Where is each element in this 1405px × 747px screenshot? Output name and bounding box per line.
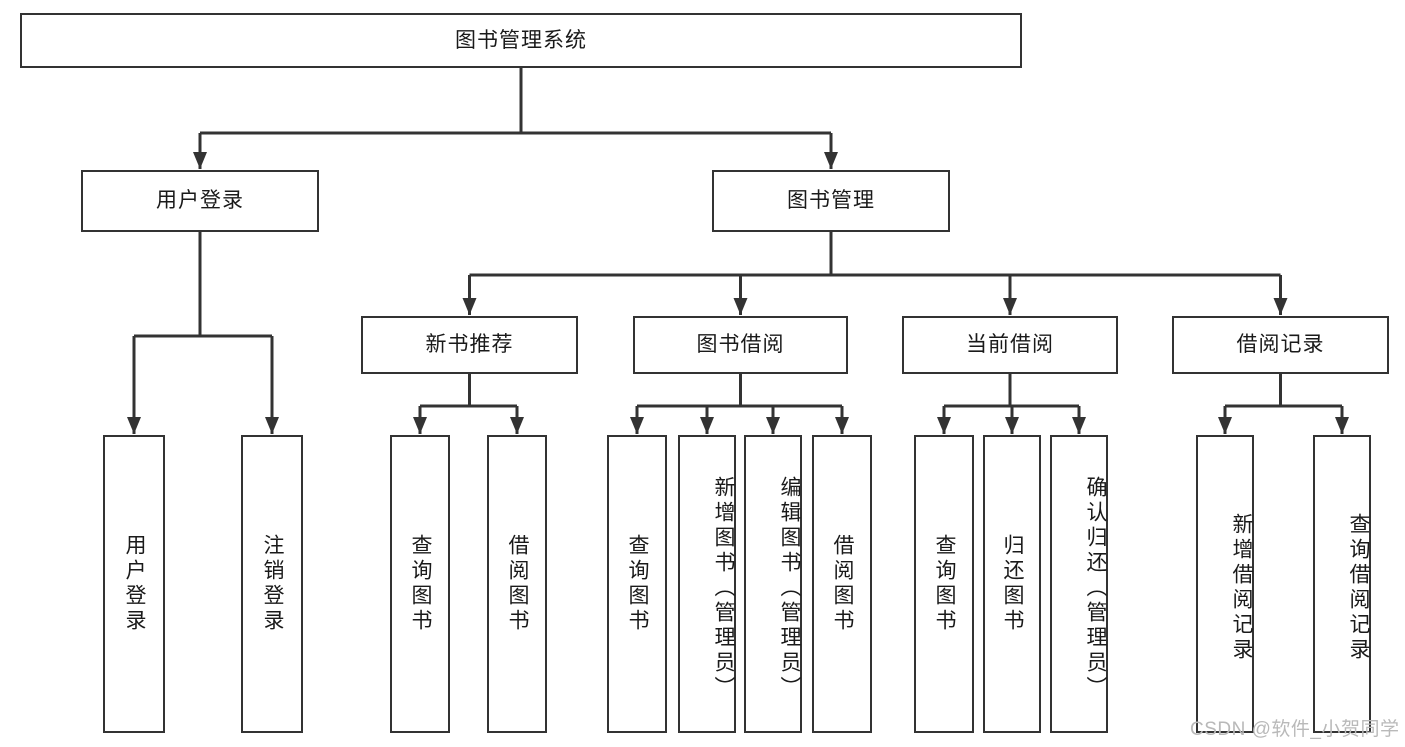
arrow-head-book_mgmt — [824, 152, 838, 169]
arrow-head-leaf_add_rec — [1218, 417, 1232, 434]
node-leaf_logout: 注销登录 — [241, 435, 303, 733]
arrow-head-borrow_record — [1273, 298, 1288, 315]
node-leaf_return: 归还图书 — [983, 435, 1041, 733]
node-leaf_b_book_2: 借阅图书 — [812, 435, 872, 733]
watermark: CSDN @软件_小贺同学 — [1190, 719, 1400, 740]
node-label: 当前借阅 — [966, 333, 1054, 357]
arrow-head-leaf_q_book_2 — [630, 417, 644, 434]
node-label: 新书推荐 — [425, 333, 514, 357]
node-label: 借阅图书 — [506, 534, 530, 634]
arrow-head-leaf_confirm — [1072, 417, 1086, 434]
node-current_borrow: 当前借阅 — [902, 316, 1118, 374]
node-root: 图书管理系统 — [20, 13, 1022, 68]
node-label: 图书管理系统 — [455, 28, 587, 52]
node-leaf_q_rec: 查询借阅记录 — [1313, 435, 1371, 733]
arrow-head-leaf_b_book_1 — [510, 417, 524, 434]
node-new_book_rec: 新书推荐 — [361, 316, 578, 374]
node-label: 用户登录 — [156, 189, 244, 213]
arrow-head-leaf_user_login — [127, 417, 141, 434]
node-label: 图书管理 — [787, 189, 875, 213]
node-book_borrow: 图书借阅 — [633, 316, 848, 374]
node-label: 查询图书 — [409, 534, 433, 634]
node-leaf_q_book_1: 查询图书 — [390, 435, 450, 733]
node-leaf_q_book_3: 查询图书 — [914, 435, 974, 733]
arrow-head-leaf_b_book_2 — [835, 417, 849, 434]
node-label: 确认归还（管理员） — [1084, 475, 1107, 701]
arrow-head-leaf_add_book — [700, 417, 714, 434]
arrow-head-book_borrow — [733, 298, 748, 315]
node-label: 查询借阅记录 — [1347, 513, 1370, 663]
arrow-head-leaf_edit_book — [766, 417, 780, 434]
node-leaf_add_rec: 新增借阅记录 — [1196, 435, 1254, 733]
arrow-head-current_borrow — [1003, 298, 1017, 315]
node-label: 用户登录 — [123, 534, 147, 634]
node-label: 借阅图书 — [831, 534, 855, 634]
node-label: 归还图书 — [1001, 534, 1025, 634]
arrow-head-new_book_rec — [462, 298, 477, 315]
node-leaf_add_book: 新增图书（管理员） — [678, 435, 736, 733]
node-label: 新增借阅记录 — [1230, 513, 1253, 663]
node-label: 查询图书 — [933, 534, 957, 634]
arrow-head-leaf_q_book_1 — [413, 417, 427, 434]
arrow-head-user_login — [193, 152, 207, 169]
arrow-head-leaf_return — [1005, 417, 1019, 434]
node-leaf_edit_book: 编辑图书（管理员） — [744, 435, 802, 733]
node-label: 查询图书 — [626, 534, 650, 634]
node-borrow_record: 借阅记录 — [1172, 316, 1389, 374]
node-label: 新增图书（管理员） — [712, 475, 735, 701]
arrow-head-leaf_q_book_3 — [937, 417, 951, 434]
arrow-head-leaf_q_rec — [1335, 417, 1349, 434]
node-label: 图书借阅 — [696, 333, 785, 357]
node-leaf_q_book_2: 查询图书 — [607, 435, 667, 733]
node-leaf_user_login: 用户登录 — [103, 435, 165, 733]
arrow-head-leaf_logout — [265, 417, 279, 434]
node-leaf_b_book_1: 借阅图书 — [487, 435, 547, 733]
node-label: 编辑图书（管理员） — [778, 475, 801, 701]
node-label: 借阅记录 — [1236, 333, 1325, 357]
node-user_login: 用户登录 — [81, 170, 319, 232]
node-book_mgmt: 图书管理 — [712, 170, 950, 232]
node-leaf_confirm: 确认归还（管理员） — [1050, 435, 1108, 733]
node-label: 注销登录 — [261, 534, 285, 634]
